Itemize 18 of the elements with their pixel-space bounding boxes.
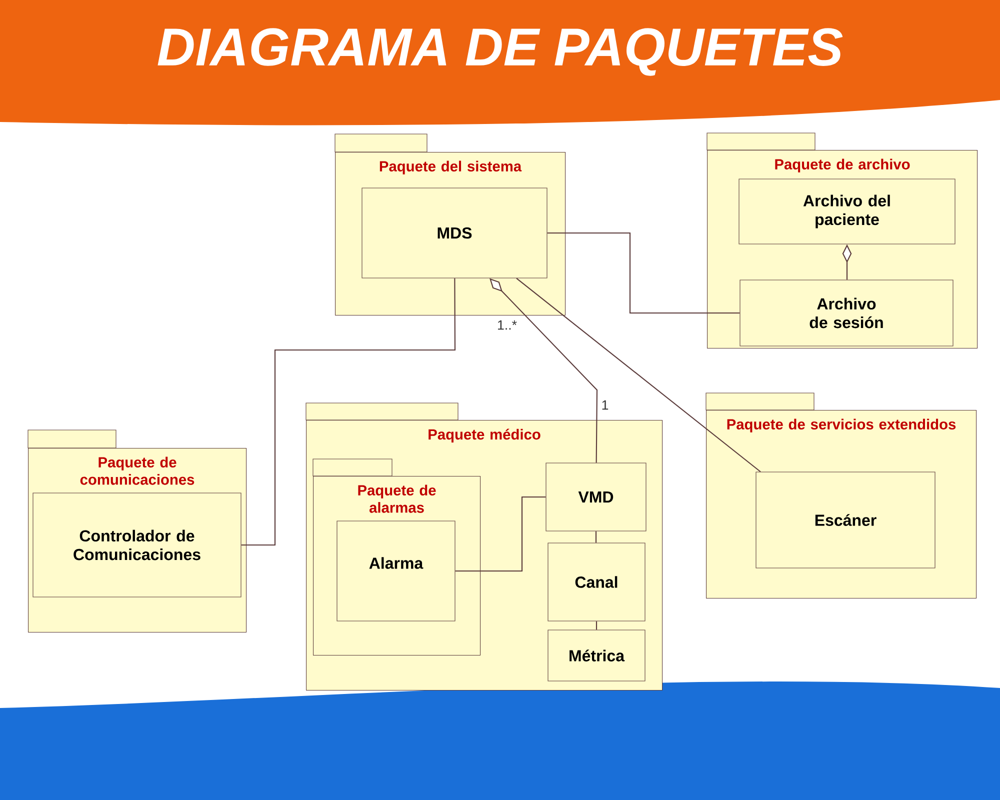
class-box: VMD bbox=[546, 462, 646, 532]
multiplicity-label: 1 bbox=[602, 400, 608, 410]
class-box: Alarma bbox=[336, 520, 456, 622]
connector bbox=[547, 232, 740, 314]
title: DIAGRAMA DE PAQUETES bbox=[158, 28, 843, 76]
connector bbox=[595, 531, 597, 543]
connector bbox=[596, 621, 598, 630]
connector bbox=[455, 496, 546, 572]
class-box: Archivo del paciente bbox=[738, 178, 956, 244]
connector bbox=[241, 278, 456, 546]
connector bbox=[516, 278, 761, 472]
multiplicity-label: 1..* bbox=[498, 320, 517, 330]
class-box: Canal bbox=[548, 542, 646, 622]
class-box: Controlador de Comunicaciones bbox=[32, 492, 242, 598]
class-box: MDS bbox=[362, 188, 548, 278]
class-box: Archivo de sesión bbox=[740, 280, 954, 346]
class-box: Métrica bbox=[548, 630, 646, 682]
class-box: Escáner bbox=[756, 472, 936, 568]
